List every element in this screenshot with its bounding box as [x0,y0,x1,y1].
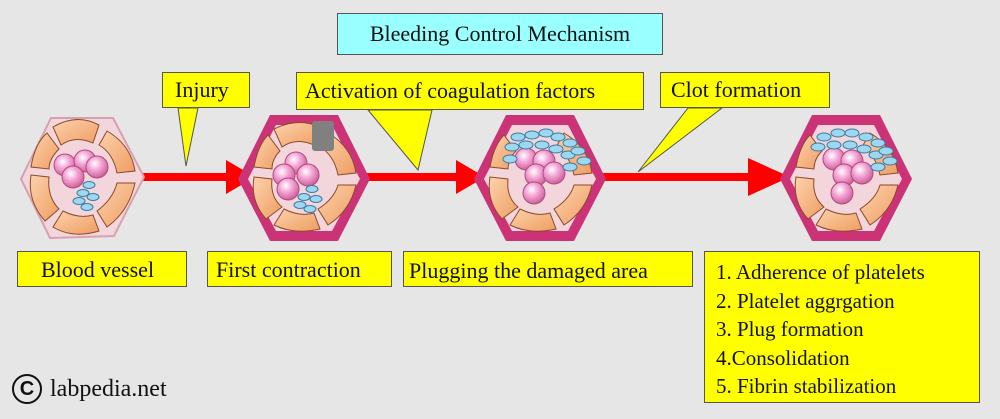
watermark: C labpedia.net [12,374,167,404]
platelets [293,185,323,213]
diagram-title: Bleeding Control Mechanism [337,13,663,55]
copyright-icon: C [12,374,42,404]
red-blood-cells [514,147,566,205]
callout-activation: Activation of coagulation factors [296,72,644,110]
endothelial-cells [29,119,136,235]
platelet-plug [502,128,592,172]
arrow-1 [140,160,255,194]
label-first-contraction: First contraction [207,251,392,287]
vessel-clot [780,115,912,241]
red-blood-cells [53,149,109,189]
activation-callout-pointer [366,109,433,172]
clot-callout-pointer [637,107,724,173]
label-plugging: Plugging the damaged area [403,251,693,287]
callout-injury: Injury [162,72,250,108]
step-item: 4.Consolidation [716,345,850,370]
step-item: 3. Plug formation [716,317,864,341]
label-blood-vessel: Blood vessel [17,251,187,287]
watermark-text: labpedia.net [50,375,167,402]
mechanism-steps: 1. Adherence of platelets 2. Platelet ag… [704,251,980,403]
injury-callout-pointer [177,107,199,167]
step-item: 1. Adherence of platelets [716,260,925,284]
red-blood-cells [822,147,874,205]
vessel-plugging [474,115,606,241]
fibrin-clot [810,128,898,172]
step-item: 5. Fibrin stabilization [716,374,897,398]
arrow-3 [600,158,790,196]
step-item: 2. Platelet aggrgation [716,288,895,313]
arrow-2 [362,160,485,194]
vessel-contraction [238,115,370,241]
callout-clot: Clot formation [660,72,830,108]
injury-site [312,121,334,151]
vessel-normal [19,117,146,240]
platelets [72,181,100,211]
red-blood-cells [272,151,320,201]
